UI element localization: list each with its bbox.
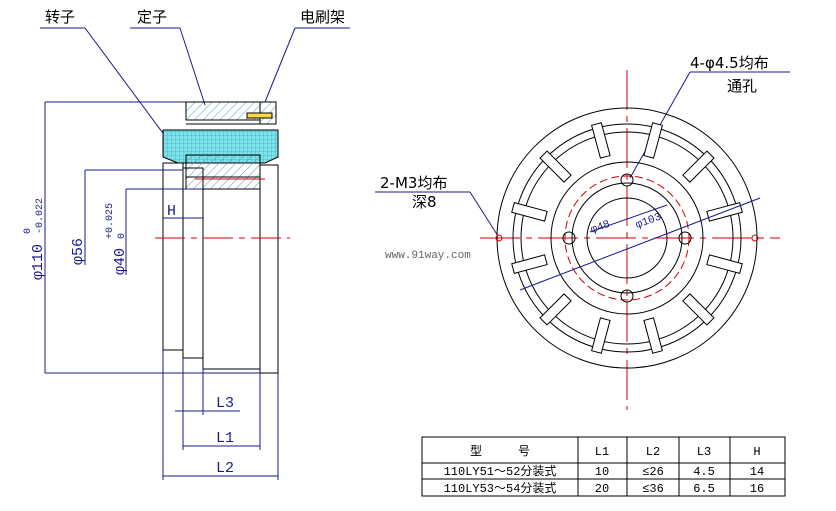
segment (682, 150, 715, 183)
svg-text:φ40: φ40 (112, 248, 129, 275)
table-cell: 10 (595, 465, 609, 479)
m3-holes-label: 2-M3均布 (380, 174, 447, 192)
header-l2: L2 (646, 445, 660, 459)
segment (511, 254, 548, 274)
center-lines (155, 70, 780, 410)
svg-text:φ110: φ110 (30, 244, 47, 280)
svg-text:+0.025: +0.025 (105, 203, 116, 239)
table-cell: 110LY51～52分装式 (444, 464, 557, 479)
table-cell: 20 (595, 482, 609, 496)
segment (591, 317, 611, 354)
segment (539, 150, 572, 183)
header-l3: L3 (697, 445, 711, 459)
table-cell: 4.5 (693, 465, 715, 479)
segment (511, 202, 548, 222)
svg-text:0: 0 (23, 228, 34, 234)
segment (539, 293, 572, 326)
spec-table: 型 号 L1 L2 L3 H 110LY51～52分装式 10 ≤26 4.5 … (421, 436, 786, 497)
segment (706, 254, 743, 274)
dim-48: φ48 (589, 219, 612, 237)
segment (643, 317, 663, 354)
dim-l1: L1 (216, 430, 234, 447)
dim-40: φ40 +0.025 0 (105, 203, 129, 275)
segment (591, 122, 611, 159)
front-view (495, 107, 761, 369)
dim-h: H (167, 203, 176, 220)
table-cell: 110LY53～54分装式 (444, 481, 557, 496)
header-l1: L1 (595, 445, 609, 459)
header-h: H (753, 445, 760, 459)
table-cell: ≤26 (642, 465, 664, 479)
side-view (44, 101, 279, 480)
through-hole-label: 通孔 (727, 77, 757, 95)
leader-lines (40, 27, 790, 237)
dim-l3: L3 (216, 395, 234, 412)
table-cell: ≤36 (642, 482, 664, 496)
rotor-label: 转子 (45, 8, 75, 26)
watermark: www.91way.com (385, 250, 471, 262)
svg-text:0: 0 (117, 233, 128, 239)
svg-text:-0.022: -0.022 (35, 198, 46, 234)
dim-56: φ56 (70, 238, 87, 265)
header-model: 型 号 (470, 444, 530, 459)
dim-l2: L2 (216, 460, 234, 477)
segment (682, 293, 715, 326)
segment (643, 122, 663, 159)
stator-label: 定子 (137, 8, 167, 26)
holes-label: 4-φ4.5均布 (690, 54, 769, 72)
depth-label: 深8 (412, 193, 437, 211)
table-cell: 14 (750, 465, 764, 479)
table-cell: 16 (750, 482, 764, 496)
dim-outer: φ110 0 -0.022 (23, 198, 47, 280)
table-cell: 6.5 (693, 482, 715, 496)
brush-holder-label: 电刷架 (300, 8, 345, 26)
